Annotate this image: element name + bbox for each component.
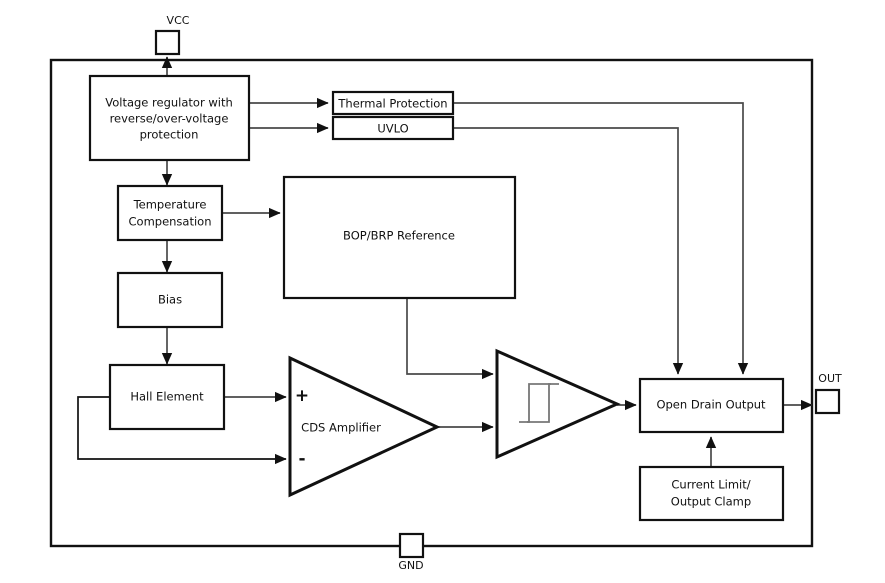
block-thermal-protection[interactable]: Thermal Protection xyxy=(331,90,455,116)
block-uvlo[interactable]: UVLO xyxy=(331,115,455,141)
current-limit-label-line2: Output Clamp xyxy=(671,495,751,509)
wire-uvlo-to-open-drain xyxy=(453,127,684,375)
block-temperature-compensation[interactable]: Temperature Compensation xyxy=(116,184,224,242)
voltage-regulator-label-line3: protection xyxy=(140,128,199,142)
cds-amplifier-input-plus: + xyxy=(295,386,309,406)
wire-bopbrp-to-comparator xyxy=(406,298,494,380)
block-cds-amplifier[interactable]: + - CDS Amplifier xyxy=(288,355,441,498)
current-limit-label-line1: Current Limit/ xyxy=(671,478,750,492)
schmitt-hysteresis-icon xyxy=(519,383,559,423)
cds-amplifier-label: CDS Amplifier xyxy=(301,421,381,435)
block-bop-brp-reference[interactable]: BOP/BRP Reference xyxy=(282,175,517,300)
device-outline xyxy=(49,58,814,548)
cds-amplifier-input-minus: - xyxy=(298,449,305,469)
open-drain-output-label: Open Drain Output xyxy=(656,398,766,412)
hall-element-label: Hall Element xyxy=(130,390,204,404)
wire-hall-feedback-to-cds-minus xyxy=(77,396,287,465)
bop-brp-reference-label: BOP/BRP Reference xyxy=(343,229,455,243)
vcc-pin-label: VCC xyxy=(167,14,190,27)
vcc-pin-pad[interactable] xyxy=(154,29,181,56)
temperature-compensation-label-line1: Temperature xyxy=(133,198,207,212)
block-comparator[interactable] xyxy=(495,348,621,460)
out-pin-pad[interactable] xyxy=(814,388,841,415)
uvlo-label: UVLO xyxy=(377,122,408,136)
temperature-compensation-label-line2: Compensation xyxy=(129,215,212,229)
gnd-pin-pad[interactable] xyxy=(398,532,425,559)
voltage-regulator-label-line1: Voltage regulator with xyxy=(105,96,233,110)
voltage-regulator-label-line2: reverse/over-voltage xyxy=(110,112,229,126)
block-open-drain-output[interactable]: Open Drain Output xyxy=(638,377,785,434)
block-current-limit-output-clamp[interactable]: Current Limit/ Output Clamp xyxy=(638,465,785,522)
wire-thermal-to-open-drain xyxy=(453,102,749,375)
block-voltage-regulator[interactable]: Voltage regulator with reverse/over-volt… xyxy=(88,74,251,162)
out-pin-label: OUT xyxy=(818,372,842,385)
block-hall-element[interactable]: Hall Element xyxy=(108,363,226,431)
bias-label: Bias xyxy=(158,293,182,307)
thermal-protection-label: Thermal Protection xyxy=(337,97,447,111)
block-bias[interactable]: Bias xyxy=(116,271,224,329)
gnd-pin-label: GND xyxy=(398,559,423,572)
